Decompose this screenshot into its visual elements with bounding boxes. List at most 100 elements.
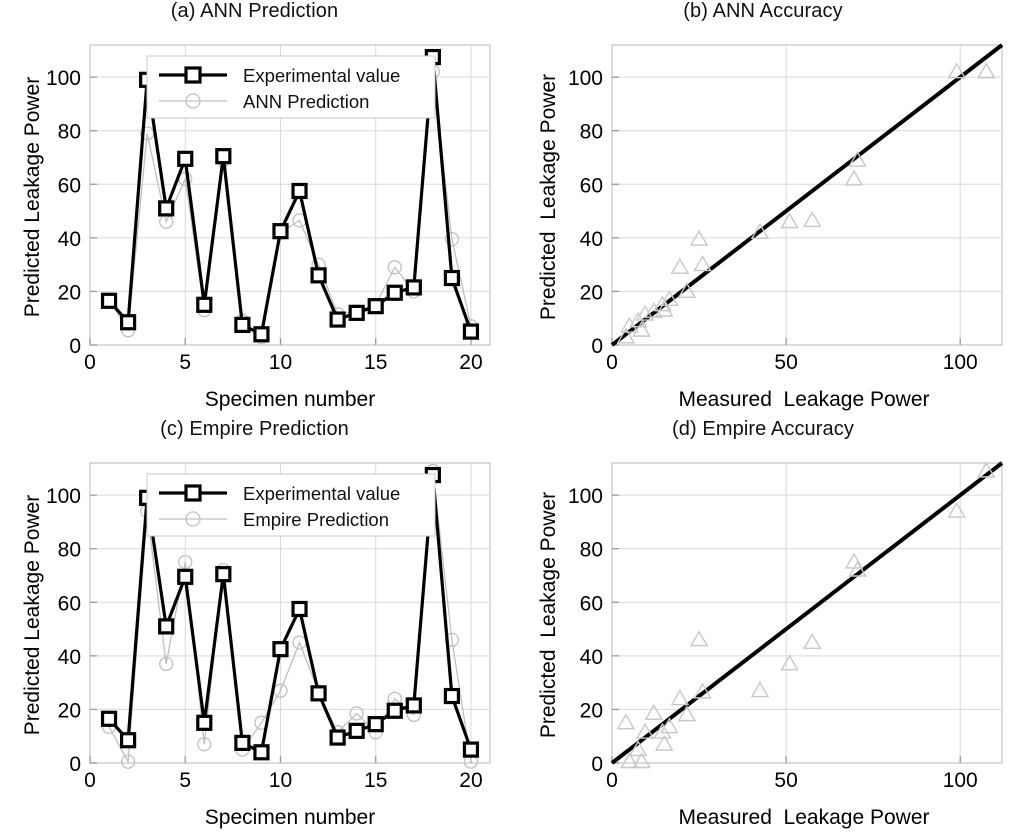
marker-square xyxy=(443,687,461,705)
marker-triangle xyxy=(947,62,967,79)
marker-triangle xyxy=(660,717,679,734)
marker-square xyxy=(367,716,384,733)
marker-triangle xyxy=(670,257,690,274)
marker-circle xyxy=(349,706,364,721)
marker-triangle xyxy=(620,752,639,769)
marker-square xyxy=(196,714,213,731)
panel-c: (c) Empire Prediction Predicted Leakage … xyxy=(0,418,509,835)
marker-square xyxy=(329,729,346,746)
marker-triangle xyxy=(644,703,664,720)
marker-circle xyxy=(444,632,460,647)
ytick-label: 80 xyxy=(58,121,81,144)
ytick-label: 80 xyxy=(58,539,81,562)
legend-marker-circle xyxy=(185,93,201,109)
identity-reference-line xyxy=(610,461,1004,765)
ytick-label: 40 xyxy=(58,228,81,251)
marker-triangle xyxy=(750,681,770,698)
panel-b-xlabel: Measured Leakage Power xyxy=(678,388,930,411)
marker-triangle xyxy=(780,212,799,229)
panel-c-xlabel: Specimen number xyxy=(204,806,376,829)
marker-square xyxy=(367,298,384,315)
ytick-label: 20 xyxy=(580,281,603,304)
plot-frame xyxy=(611,44,1003,346)
marker-triangle xyxy=(750,223,770,240)
ytick-label: 80 xyxy=(580,539,603,562)
marker-circle xyxy=(159,656,174,672)
ytick-label: 100 xyxy=(46,67,81,90)
marker-triangle xyxy=(848,560,867,577)
marker-circle xyxy=(197,737,212,752)
marker-triangle xyxy=(654,734,674,751)
marker-circle xyxy=(120,754,136,769)
marker-triangle xyxy=(635,722,655,739)
xtick-label: 15 xyxy=(364,769,387,792)
marker-square xyxy=(253,326,270,343)
ytick-label: 0 xyxy=(591,335,603,358)
marker-square xyxy=(100,292,118,309)
scatter-points xyxy=(616,62,996,344)
ytick-label: 40 xyxy=(580,646,603,669)
ytick-label: 100 xyxy=(568,67,603,90)
marker-square xyxy=(443,269,461,287)
legend-label-prediction: ANN Prediction xyxy=(243,91,369,112)
xtick-label: 100 xyxy=(943,351,978,374)
marker-triangle xyxy=(616,713,636,730)
marker-triangle xyxy=(802,210,822,227)
legend-marker-square xyxy=(184,484,202,502)
marker-square xyxy=(158,618,175,635)
marker-square xyxy=(119,314,137,331)
panel-d: (d) Empire Accuracy Predicted Leakage Po… xyxy=(509,418,1017,835)
marker-triangle xyxy=(670,689,690,706)
panel-d-xlabel: Measured Leakage Power xyxy=(678,806,930,829)
marker-square xyxy=(272,223,289,240)
marker-square xyxy=(215,566,232,583)
panel-d-ylabel: Predicted Leakage Power xyxy=(537,491,560,739)
marker-triangle xyxy=(632,320,651,337)
xtick-label: 20 xyxy=(459,769,482,792)
marker-triangle xyxy=(977,461,996,478)
marker-triangle xyxy=(693,682,712,699)
marker-square xyxy=(462,741,480,758)
xtick-label: 20 xyxy=(459,351,482,374)
marker-square xyxy=(386,284,403,301)
xtick-label: 0 xyxy=(84,769,96,792)
marker-square xyxy=(291,182,308,200)
panel-b-ylabel: Predicted Leakage Power xyxy=(537,73,560,321)
marker-triangle xyxy=(677,281,697,298)
xtick-label: 15 xyxy=(364,351,387,374)
marker-triangle xyxy=(632,752,651,769)
legend-label-prediction: Empire Prediction xyxy=(243,509,389,530)
panel-a-ylabel: Predicted Leakage Power xyxy=(21,76,44,318)
marker-triangle xyxy=(653,295,672,312)
marker-triangle xyxy=(844,169,864,186)
panel-a: (a) ANN Prediction Predicted Leakage Pow… xyxy=(0,0,509,418)
marker-circle xyxy=(387,260,402,275)
panel-b-title: (b) ANN Accuracy xyxy=(683,0,843,22)
marker-triangle xyxy=(848,150,867,167)
xtick-label: 5 xyxy=(179,769,191,792)
marker-square xyxy=(405,279,422,296)
panel-c-title: (c) Empire Prediction xyxy=(160,418,349,440)
ytick-label: 100 xyxy=(568,485,603,508)
marker-square xyxy=(215,148,232,165)
xtick-label: 50 xyxy=(774,351,797,374)
marker-square xyxy=(100,710,118,727)
marker-square xyxy=(234,316,251,334)
marker-triangle xyxy=(653,722,672,739)
legend-label-experimental: Experimental value xyxy=(243,483,400,504)
xtick-label: 0 xyxy=(84,351,96,374)
panel-a-xlabel: Specimen number xyxy=(204,388,376,411)
legend-box xyxy=(146,55,436,119)
identity-reference-line xyxy=(610,43,1004,347)
marker-square xyxy=(310,685,327,702)
marker-square xyxy=(329,311,346,328)
marker-triangle xyxy=(660,290,679,307)
